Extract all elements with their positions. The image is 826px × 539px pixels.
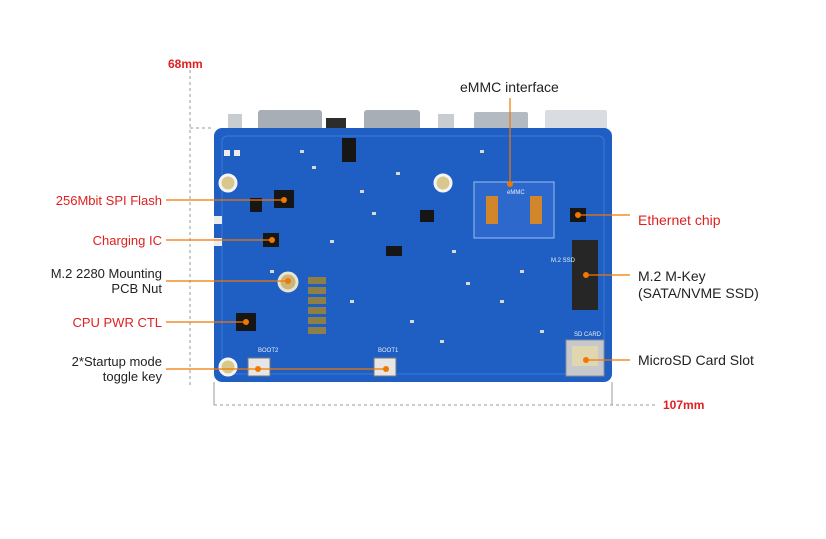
silk-sd: SD CARD <box>574 332 602 338</box>
leader-lines <box>166 98 630 370</box>
callout-m2-mounting-nut-line2: PCB Nut <box>111 281 162 296</box>
callout-m2-m-key-line1: M.2 M-Key <box>638 268 706 284</box>
height-dimension-label: 68mm <box>168 57 203 71</box>
pcb-board <box>214 128 612 382</box>
callout-startup-toggle: 2*Startup mode toggle key <box>72 354 162 384</box>
silk-emmc: eMMC <box>507 190 525 196</box>
callout-cpu-pwr-ctl: CPU PWR CTL <box>72 315 162 330</box>
callout-spi-flash: 256Mbit SPI Flash <box>55 193 162 208</box>
callout-emmc-interface: eMMC interface <box>460 79 559 95</box>
callout-m2-m-key: M.2 M-Key (SATA/NVME SSD) <box>638 268 759 302</box>
mounting-holes <box>218 173 453 377</box>
top-connectors <box>228 110 607 132</box>
leader-dots <box>243 181 589 372</box>
silk-m2: M.2 SSD <box>551 258 576 264</box>
callout-startup-toggle-line2: toggle key <box>102 369 162 384</box>
callout-m2-mounting-nut-line1: M.2 2280 Mounting <box>50 266 162 281</box>
width-dimension-label: 107mm <box>663 398 705 412</box>
callout-startup-toggle-line1: 2*Startup mode <box>71 354 162 369</box>
callout-m2-m-key-line2: (SATA/NVME SSD) <box>638 285 759 301</box>
inductor-column <box>308 277 326 334</box>
silk-boot2: BOOT2 <box>258 348 279 354</box>
silk-boot1: BOOT1 <box>378 348 399 354</box>
callout-m2-mounting-nut: M.2 2280 Mounting PCB Nut <box>51 266 162 296</box>
callout-charging-ic: Charging IC <box>92 233 162 248</box>
callout-ethernet-chip: Ethernet chip <box>638 212 721 228</box>
callout-microsd-slot: MicroSD Card Slot <box>638 352 754 368</box>
